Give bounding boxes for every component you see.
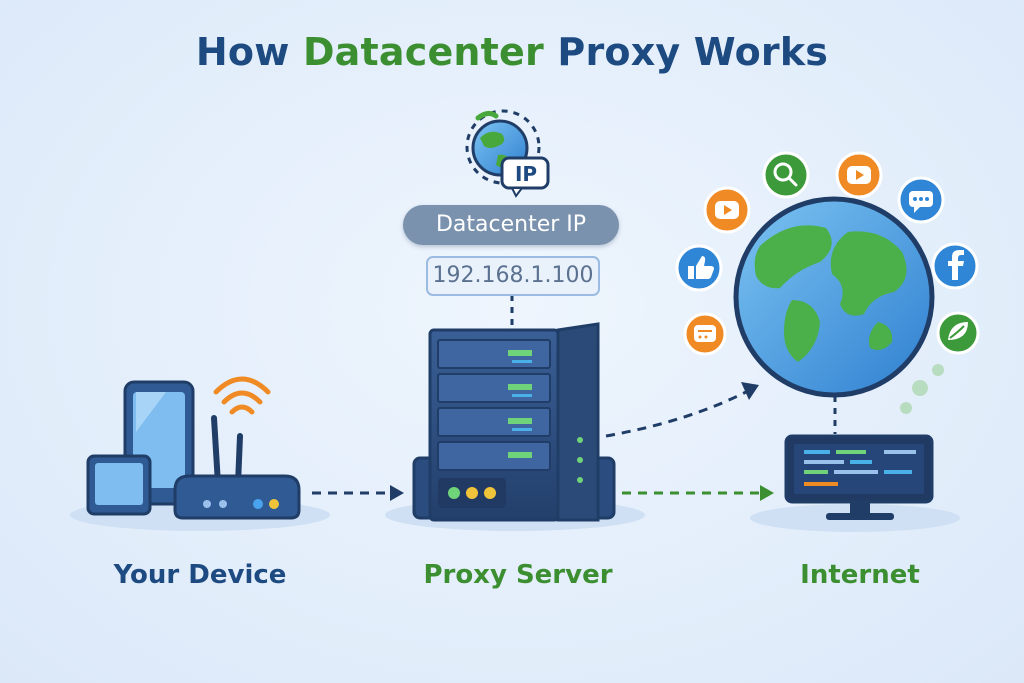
search-icon: [762, 151, 810, 199]
like-icon: [675, 244, 723, 292]
ip-badge-label: IP: [514, 162, 538, 186]
proxy-to-internet-arrow: [622, 485, 774, 501]
ip-address-box: 192.168.1.100: [426, 256, 600, 296]
diagram-title: How Datacenter Proxy Works: [0, 30, 1024, 74]
youtube-icon-2: [835, 151, 883, 199]
youtube-icon: [703, 186, 751, 234]
earth-icon: [733, 196, 935, 398]
globe-ip-icon: [465, 109, 550, 198]
server-rack-icon: [412, 322, 616, 522]
title-part-1: How: [195, 30, 303, 74]
facebook-icon: [931, 242, 979, 290]
datacenter-ip-label: Datacenter IP: [403, 205, 619, 245]
message-icon: [683, 312, 727, 356]
wifi-icon: [213, 376, 271, 415]
router-icon: [173, 415, 301, 520]
chat-icon: [897, 176, 945, 224]
leaf-icon: [936, 311, 980, 355]
proxy-to-globe-arrow: [605, 382, 759, 438]
laptop-icon: [86, 454, 152, 516]
internet-label: Internet: [800, 560, 920, 590]
your-device-label: Your Device: [113, 560, 287, 590]
proxy-server-label: Proxy Server: [423, 560, 613, 590]
decorative-dots: [900, 364, 944, 414]
monitor-icon: [784, 434, 934, 520]
title-part-3: Proxy Works: [543, 30, 829, 74]
title-part-2: Datacenter: [302, 30, 544, 74]
device-to-proxy-arrow: [312, 485, 404, 501]
